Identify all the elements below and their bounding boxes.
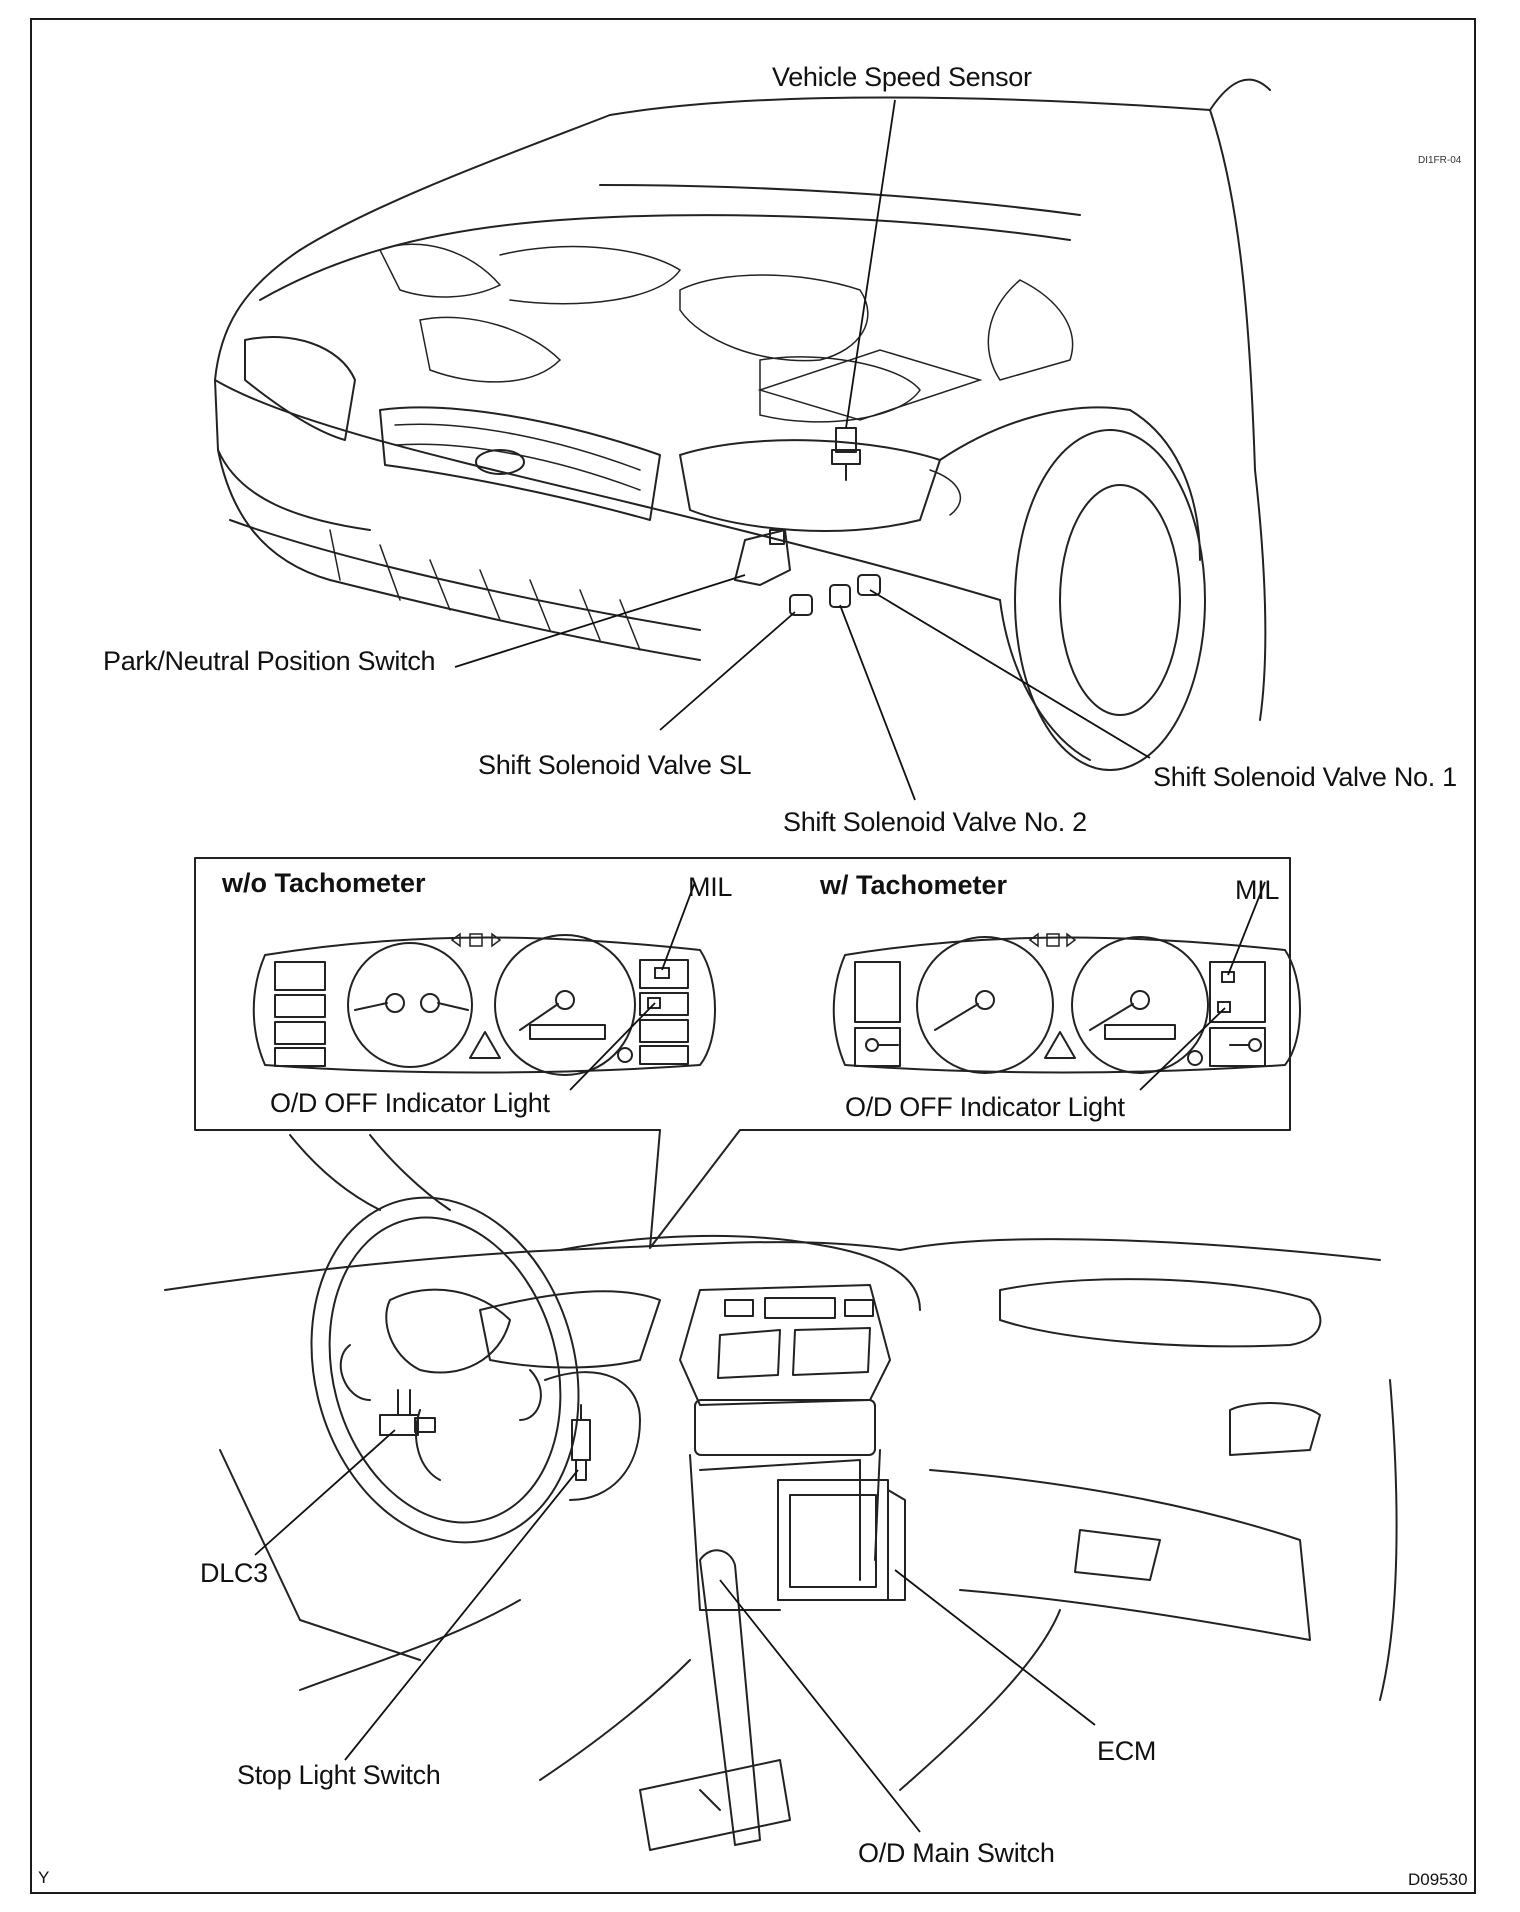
label-stop-light-switch: Stop Light Switch <box>237 1760 441 1790</box>
callout-right-indicator: O/D OFF Indicator Light <box>845 1092 1125 1122</box>
callout-right-title: w/ Tachometer <box>820 870 1008 900</box>
leader-ecm <box>894 1569 1096 1726</box>
park-neutral-switch-part <box>734 529 791 586</box>
leader-indicator-right <box>1139 1007 1226 1091</box>
label-park-neutral-position-switch: Park/Neutral Position Switch <box>103 646 436 676</box>
stop-light-switch-part <box>571 1404 591 1481</box>
leader-vehicle-speed-sensor <box>845 99 896 429</box>
leader-solenoid-sl <box>659 611 796 731</box>
car-front-illustration <box>214 78 1271 771</box>
callout-right-mil: MIL <box>1235 875 1280 905</box>
label-ecm: ECM <box>1097 1736 1157 1766</box>
label-shift-solenoid-valve-no1: Shift Solenoid Valve No. 1 <box>1153 762 1457 792</box>
dashboard-illustration <box>164 1134 1398 1851</box>
label-shift-solenoid-valve-sl: Shift Solenoid Valve SL <box>478 750 752 780</box>
leader-solenoid-no2 <box>839 604 916 801</box>
callout-left-mil: MIL <box>688 872 733 902</box>
label-dlc3: DLC3 <box>200 1558 268 1588</box>
shift-solenoid-parts <box>789 574 881 616</box>
callout-left-title: w/o Tachometer <box>222 868 426 898</box>
dlc3-part <box>379 1389 436 1436</box>
leader-stop-light <box>344 1469 579 1761</box>
figure-code-bottom: D09530 <box>1408 1870 1468 1889</box>
leader-solenoid-no1 <box>869 589 1151 759</box>
leader-park-neutral <box>454 574 746 668</box>
diagram-frame <box>30 18 1476 1894</box>
callout-box <box>194 857 1291 1249</box>
label-vehicle-speed-sensor: Vehicle Speed Sensor <box>772 62 1032 92</box>
vehicle-speed-sensor-part <box>831 427 861 481</box>
leader-mil-right <box>1227 881 1266 976</box>
label-od-main-switch: O/D Main Switch <box>858 1838 1055 1868</box>
corner-letter: Y <box>38 1868 50 1887</box>
leader-dlc3 <box>254 1429 396 1556</box>
leader-indicator-left <box>569 1002 656 1091</box>
callout-left-indicator: O/D OFF Indicator Light <box>270 1088 550 1118</box>
figure-code-top: DI1FR-04 <box>1418 155 1462 166</box>
leader-mil-left <box>661 881 696 971</box>
cluster-with-tachometer <box>832 932 1301 1074</box>
leader-od-main <box>719 1579 921 1833</box>
cluster-without-tachometer <box>252 932 716 1076</box>
leader-lines <box>254 99 1266 1833</box>
label-shift-solenoid-valve-no2: Shift Solenoid Valve No. 2 <box>783 807 1087 837</box>
